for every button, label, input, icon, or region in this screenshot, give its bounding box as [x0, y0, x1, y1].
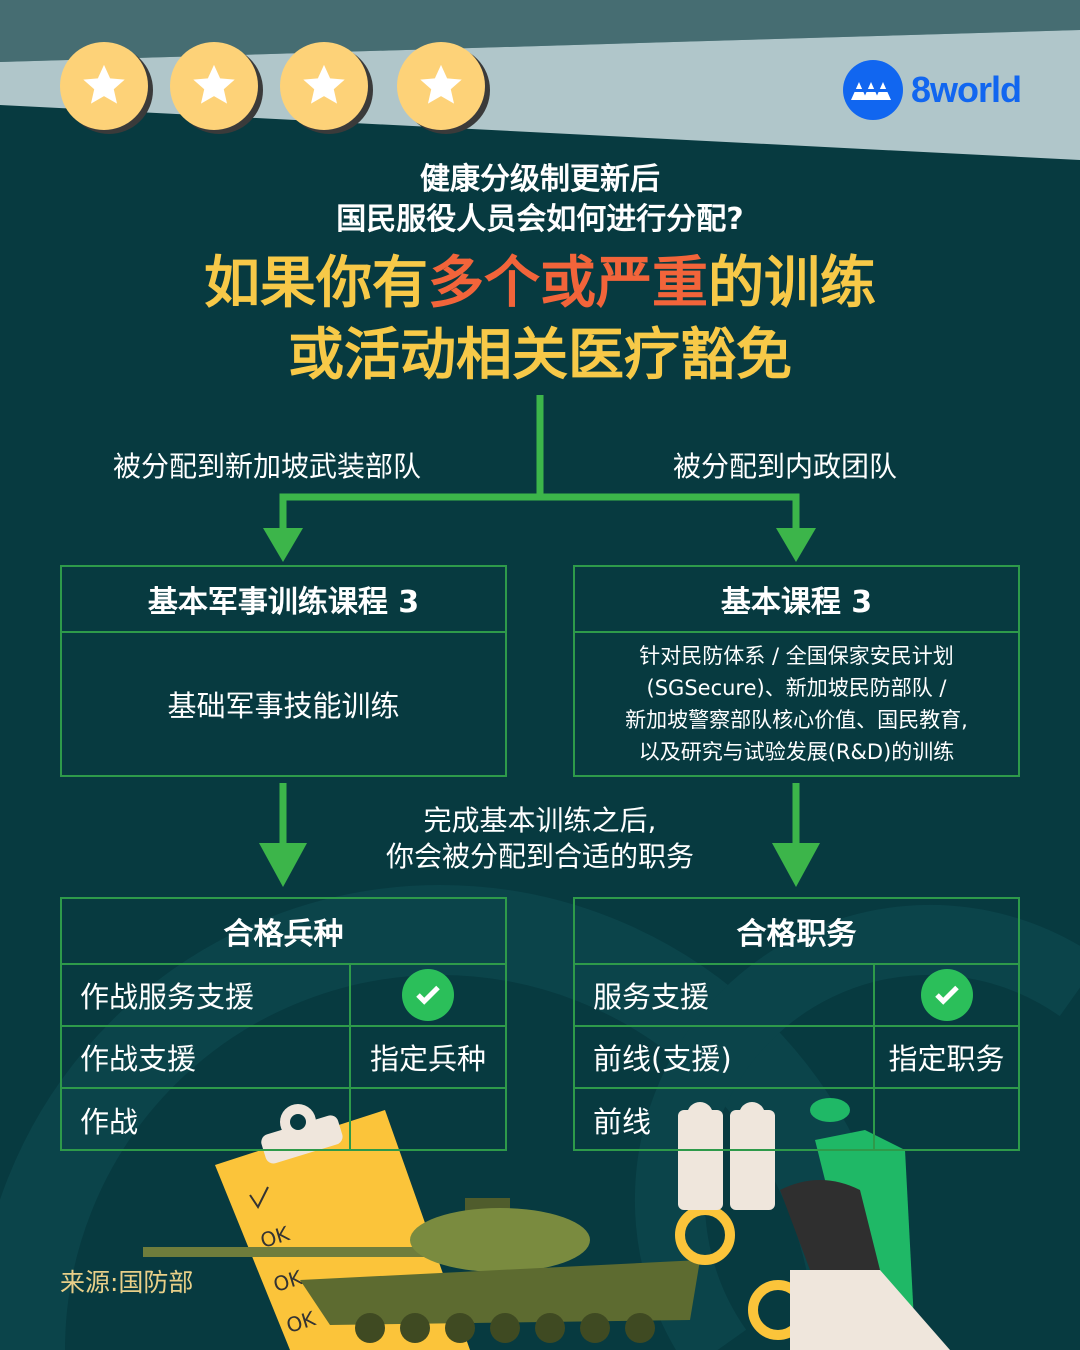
middle-note: 完成基本训练之后, 你会被分配到合适的职务	[0, 803, 1080, 875]
star-icon	[280, 42, 368, 130]
table-row: 前线	[575, 1089, 1018, 1151]
police-illustration	[675, 1098, 950, 1350]
headline-text: 的训练	[708, 251, 876, 316]
subtitle-line-2: 国民服役人员会如何进行分配?	[336, 202, 744, 237]
note-line: 完成基本训练之后,	[423, 804, 657, 837]
right-course-box: 基本课程 3 针对民防体系 / 全国保家安民计划 (SGSecure)、新加坡民…	[573, 565, 1020, 777]
left-table-title: 合格兵种	[62, 899, 505, 965]
subtitle-line-1: 健康分级制更新后	[420, 162, 660, 197]
left-course-title: 基本军事训练课程 3	[62, 567, 505, 633]
brand-logo: 8world	[843, 60, 1022, 120]
light-band	[0, 30, 1080, 160]
headline-highlight: 多个或严重	[428, 251, 708, 316]
body-line: 以及研究与试验发展(R&D)的训练	[638, 740, 955, 764]
body-line: (SGSecure)、新加坡民防部队 /	[646, 676, 947, 700]
table-row: 作战服务支援	[62, 965, 505, 1027]
flow-connectors	[279, 395, 800, 845]
arrow-down-icons	[259, 528, 820, 887]
note-line: 你会被分配到合适的职务	[385, 840, 694, 873]
tank-illustration	[143, 1198, 700, 1343]
branch-label-saf: 被分配到新加坡武装部队	[113, 450, 422, 483]
left-course-body: 基础军事技能训练	[167, 689, 400, 723]
star-icon	[170, 42, 258, 130]
brand-logo-icon	[843, 60, 903, 120]
vocation-name: 作战支援	[62, 1027, 351, 1087]
left-course-box: 基本军事训练课程 3 基础军事技能训练	[60, 565, 507, 777]
assigned-label: 指定职务	[888, 1042, 1005, 1076]
vocation-name: 作战	[62, 1089, 351, 1151]
check-icon	[920, 969, 973, 1021]
assigned-label: 指定兵种	[369, 1042, 486, 1076]
table-row: 服务支援	[575, 965, 1018, 1027]
source-note: 来源:国防部	[60, 1268, 194, 1297]
headline-line-2: 或活动相关医疗豁免	[288, 323, 792, 388]
table-row: 前线(支援) 指定职务	[575, 1027, 1018, 1089]
vocation-name: 服务支援	[575, 965, 875, 1025]
right-course-body: 针对民防体系 / 全国保家安民计划 (SGSecure)、新加坡民防部队 / 新…	[575, 633, 1018, 775]
headline-line-1: 如果你有多个或严重的训练	[0, 248, 1080, 320]
table-row: 作战	[62, 1089, 505, 1151]
decorative-ring	[634, 904, 1080, 1350]
right-vocation-table: 合格职务 服务支援 前线(支援) 指定职务 前线	[573, 897, 1020, 1151]
body-line: 新加坡警察部队核心价值、国民教育,	[625, 708, 968, 732]
body-line: 针对民防体系 / 全国保家安民计划	[639, 644, 954, 668]
right-course-title: 基本课程 3	[575, 567, 1018, 633]
vocation-name: 前线(支援)	[575, 1027, 875, 1087]
check-icon	[402, 969, 454, 1021]
right-table-title: 合格职务	[575, 899, 1018, 965]
vocation-name: 作战服务支援	[62, 965, 351, 1025]
brand-name: 8world	[911, 69, 1022, 110]
left-vocation-table: 合格兵种 作战服务支援 作战支援指定兵种 作战	[60, 897, 507, 1151]
headline-text: 如果你有	[204, 251, 428, 316]
vocation-name: 前线	[575, 1089, 875, 1151]
top-band	[0, 0, 1080, 62]
star-icon	[397, 42, 485, 130]
branch-label-hometeam: 被分配到内政团队	[673, 450, 898, 483]
table-row: 作战支援指定兵种	[62, 1027, 505, 1089]
star-icon	[60, 42, 148, 130]
